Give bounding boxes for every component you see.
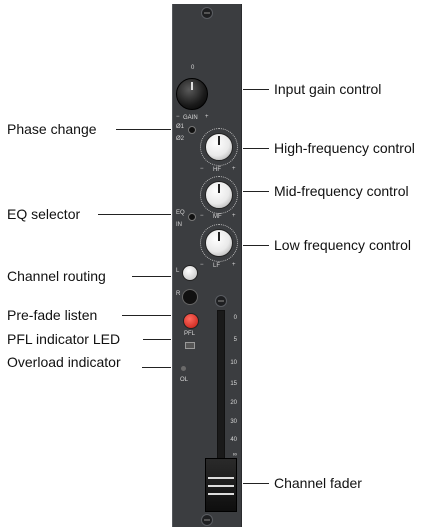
eq-selector-switch[interactable] <box>188 213 196 221</box>
callout-pre-fade-listen: Pre-fade listen <box>7 307 98 323</box>
pfl-button[interactable] <box>183 313 199 329</box>
fader-scale-40: 40 <box>230 437 237 443</box>
callout-pfl-led: PFL indicator LED <box>7 331 121 347</box>
pfl-indicator-led <box>185 342 195 349</box>
gain-label: GAIN <box>183 115 198 121</box>
fader-scale-15: 15 <box>230 381 237 387</box>
gain-top-label: 0 <box>191 65 195 71</box>
fader-scale-inf: ∞ <box>232 452 237 458</box>
callout-input-gain: Input gain control <box>274 81 382 97</box>
hf-label: HF <box>213 167 221 173</box>
ol-label: OL <box>180 377 189 383</box>
leader-channel-routing <box>132 276 171 277</box>
callout-high-frequency: High-frequency control <box>274 140 415 156</box>
fader-screw <box>215 295 227 307</box>
fader-scale-0: 0 <box>233 315 237 321</box>
top-screw <box>201 7 213 19</box>
routing-l-label: L <box>176 268 180 274</box>
fader-cap-stripe <box>208 477 234 479</box>
lf-scale-ring <box>200 224 238 262</box>
eq-label: EQ <box>176 210 185 216</box>
phase-o1-label: Ø1 <box>176 124 185 130</box>
hf-scale-ring <box>200 128 238 166</box>
leader-mid-frequency <box>243 191 269 192</box>
leader-channel-fader <box>243 483 269 484</box>
phase-switch[interactable] <box>188 126 196 134</box>
overload-led <box>181 366 186 371</box>
gain-plus-label: + <box>205 114 209 120</box>
mf-plus-label: + <box>232 213 236 219</box>
eq-in-label: IN <box>176 222 182 228</box>
routing-left-button[interactable] <box>182 265 198 281</box>
callout-channel-routing: Channel routing <box>7 268 106 284</box>
pfl-label: PFL <box>184 331 196 337</box>
mf-scale-ring <box>200 176 238 214</box>
callout-phase-change: Phase change <box>7 121 97 137</box>
bottom-screw <box>201 514 213 526</box>
fader-cap-stripe <box>208 485 234 487</box>
lf-minus-label: − <box>200 262 204 268</box>
routing-r-label: R <box>176 291 181 297</box>
channel-fader-cap[interactable] <box>205 458 237 512</box>
leader-low-frequency <box>243 245 269 246</box>
mf-minus-label: − <box>200 213 204 219</box>
leader-phase-change <box>116 129 171 130</box>
fader-scale-10: 10 <box>230 360 237 366</box>
leader-input-gain <box>243 89 269 90</box>
phase-o2-label: Ø2 <box>176 136 185 142</box>
leader-pre-fade-listen <box>122 315 171 316</box>
hf-plus-label: + <box>232 166 236 172</box>
leader-high-frequency <box>243 148 269 149</box>
gain-minus-label: − <box>176 114 180 120</box>
fader-cap-stripe <box>208 493 234 495</box>
callout-channel-fader: Channel fader <box>274 475 362 491</box>
callout-mid-frequency: Mid-frequency control <box>274 183 409 199</box>
fader-scale-5: 5 <box>233 337 237 343</box>
lf-plus-label: + <box>232 262 236 268</box>
routing-right-button[interactable] <box>182 289 198 305</box>
lf-label: LF <box>213 263 221 269</box>
mf-label: MF <box>213 214 222 220</box>
callout-overload: Overload indicator <box>7 354 121 370</box>
input-gain-knob[interactable] <box>176 78 208 110</box>
leader-overload <box>142 367 171 368</box>
fader-scale-20: 20 <box>230 400 237 406</box>
callout-low-frequency: Low frequency control <box>274 237 411 253</box>
low-frequency-knob[interactable] <box>205 229 233 257</box>
high-frequency-knob[interactable] <box>205 133 233 161</box>
leader-pfl-led <box>143 339 171 340</box>
fader-scale-30: 30 <box>230 419 237 425</box>
hf-minus-label: − <box>200 166 204 172</box>
leader-eq-selector <box>98 214 171 215</box>
mid-frequency-knob[interactable] <box>205 181 233 209</box>
callout-eq-selector: EQ selector <box>7 206 81 222</box>
